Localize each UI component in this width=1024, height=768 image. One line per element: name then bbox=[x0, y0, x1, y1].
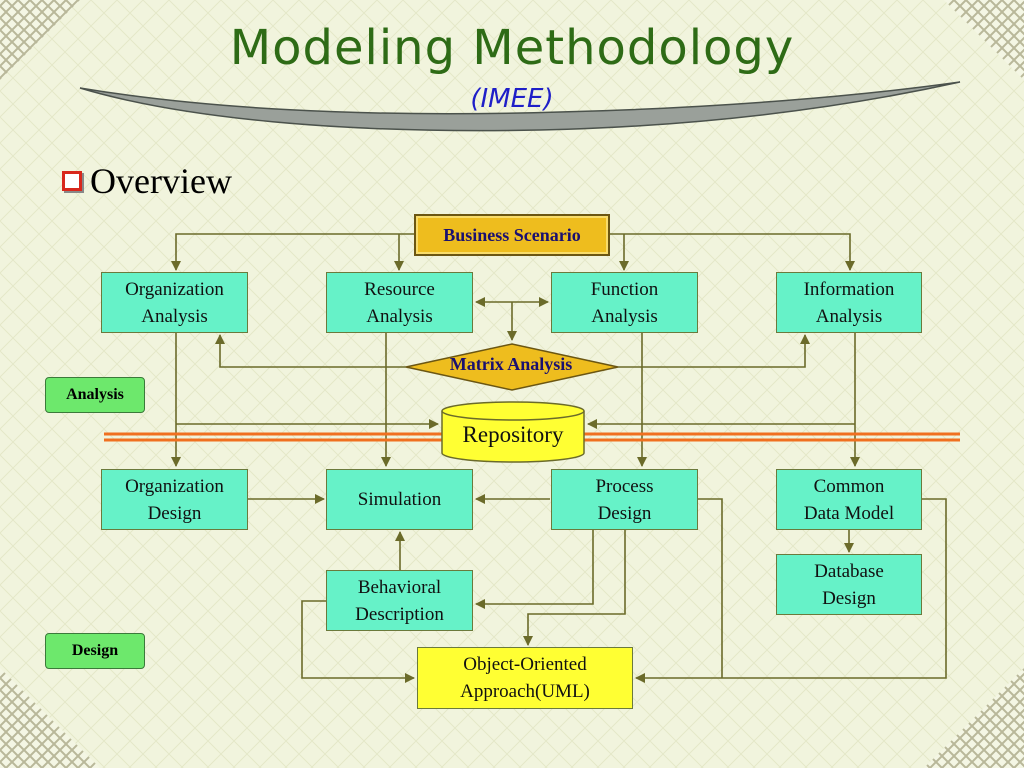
title-swoosh bbox=[79, 81, 961, 132]
behavioral-description-box: Behavioral Description bbox=[326, 570, 473, 631]
checkbox-bullet-icon bbox=[62, 171, 82, 191]
matrix-analysis-label: Matrix Analysis bbox=[449, 354, 573, 374]
repository-label: Repository bbox=[462, 422, 564, 447]
simulation-box: Simulation bbox=[326, 469, 473, 530]
page-subtitle: (IMEE) bbox=[470, 84, 554, 114]
page-title: Modeling Methodology bbox=[229, 20, 795, 76]
analysis-phase-tag: Analysis bbox=[45, 377, 145, 413]
design-phase-tag: Design bbox=[45, 633, 145, 669]
matrix-analysis-diamond bbox=[405, 343, 619, 391]
overview-label: Overview bbox=[90, 161, 232, 201]
information-analysis-box: Information Analysis bbox=[776, 272, 922, 333]
object-oriented-approach-box: Object-Oriented Approach(UML) bbox=[417, 647, 633, 709]
overview-bullet: Overview bbox=[62, 160, 232, 202]
resource-analysis-box: Resource Analysis bbox=[326, 272, 473, 333]
database-design-box: Database Design bbox=[776, 554, 922, 615]
repository-cylinder bbox=[441, 401, 585, 463]
business-scenario-box: Business Scenario bbox=[414, 214, 610, 256]
common-data-model-box: Common Data Model bbox=[776, 469, 922, 530]
organization-analysis-box: Organization Analysis bbox=[101, 272, 248, 333]
function-analysis-box: Function Analysis bbox=[551, 272, 698, 333]
process-design-box: Process Design bbox=[551, 469, 698, 530]
organization-design-box: Organization Design bbox=[101, 469, 248, 530]
